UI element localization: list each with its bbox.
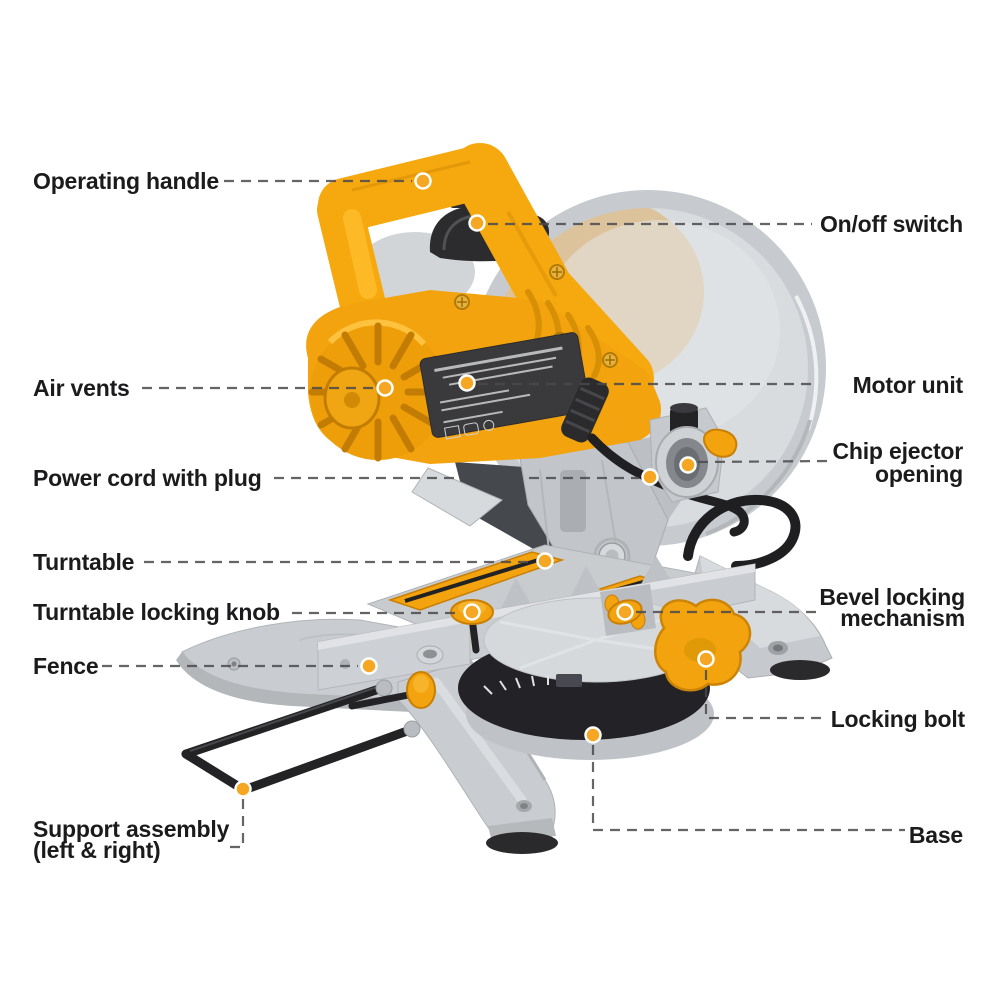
label-bevel-locking: Bevel locking mechanism [819, 584, 965, 631]
dot-support-assembly [234, 780, 252, 798]
label-support-assembly-line2: (left & right) [33, 837, 161, 863]
label-turntable: Turntable [33, 549, 135, 575]
callout-dots [234, 172, 715, 798]
label-chip-ejector-line2: opening [874, 461, 963, 487]
base-front-leg [397, 659, 558, 854]
leader-support-assembly [226, 799, 245, 849]
carry-handle [683, 494, 801, 571]
locking-bolt-knob [654, 598, 752, 692]
label-air-vents: Air vents [33, 375, 130, 401]
dot-air-vents [376, 379, 394, 397]
dot-turntable [536, 552, 554, 570]
label-operating-handle: Operating handle [33, 168, 219, 194]
label-base: Base [908, 822, 963, 848]
label-motor-unit: Motor unit [852, 372, 964, 398]
fence-gussets [500, 556, 672, 610]
label-on-off-switch: On/off switch [819, 211, 963, 237]
label-support-assembly: Support assembly (left & right) [33, 816, 230, 863]
power-cord [561, 377, 749, 537]
leader-lines [102, 179, 905, 849]
dot-motor-unit [458, 374, 476, 392]
leader-chip-ejector [697, 459, 832, 464]
dot-on-off-switch [468, 214, 486, 232]
dot-fence [360, 657, 378, 675]
label-chip-ejector-line1: Chip ejector [832, 438, 963, 464]
dot-operating-handle [414, 172, 432, 190]
label-power-cord: Power cord with plug [33, 465, 262, 491]
dot-bevel-locking [616, 603, 634, 621]
label-bevel-locking-line2: mechanism [840, 605, 965, 631]
dot-locking-bolt [697, 650, 715, 668]
table-clamp-knob [406, 671, 436, 709]
label-fence: Fence [33, 653, 99, 679]
label-locking-bolt: Locking bolt [830, 706, 966, 732]
support-assembly-bars [181, 679, 421, 795]
label-bevel-locking-line1: Bevel locking [819, 584, 965, 610]
dot-power-cord [641, 468, 659, 486]
label-turntable-locking-knob: Turntable locking knob [33, 599, 280, 625]
dot-turntable-locking-knob [463, 603, 481, 621]
leader-base [591, 745, 905, 832]
dot-base [584, 726, 602, 744]
label-support-assembly-line1: Support assembly [33, 816, 230, 842]
dot-chip-ejector [679, 456, 697, 474]
label-chip-ejector: Chip ejector opening [832, 440, 963, 486]
